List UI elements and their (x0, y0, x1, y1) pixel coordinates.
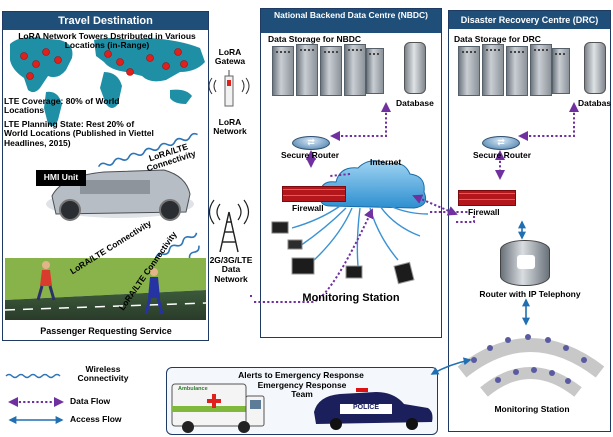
police-text: POLICE (352, 404, 380, 411)
nbdc-monitoring-station-label: Monitoring Station (302, 292, 400, 304)
lora-tower-dots (20, 48, 188, 80)
access-flow-arrows (430, 220, 530, 375)
lora-gateway-label: LoRA Gatewa (214, 47, 246, 67)
nbdc-header: National Backend Data Centre (NBDC) (261, 9, 441, 33)
passenger-figure (36, 261, 56, 301)
lte-planning-text: LTE Planning State: Rest 20% of World Lo… (4, 119, 154, 148)
tower-dot (174, 48, 182, 56)
nbdc-storage-label: Data Storage for NBDC (268, 34, 362, 44)
hmi-unit-label: HMI Unit (43, 172, 79, 182)
monitoring-devices (271, 221, 415, 285)
responder-figure (144, 268, 164, 315)
tower-dot (20, 52, 28, 60)
network-rays (291, 205, 429, 267)
tower-dot (126, 68, 134, 76)
internet-label: Internet (370, 157, 402, 167)
drc-server-rack (452, 44, 572, 96)
tower-dot (146, 54, 154, 62)
emergency-response-team-label: Emergency Response Team (257, 380, 347, 400)
tower-dot (162, 62, 170, 70)
travel-destination-header: Travel Destination (3, 12, 208, 30)
data-flow-arrows (250, 102, 579, 303)
road-scene (4, 258, 207, 320)
drc-firewall-icon (458, 190, 516, 206)
legend-icons (5, 373, 64, 424)
nbdc-secure-router-icon (292, 136, 330, 150)
lte-coverage-text: LTE Coverage: 80% of World Locations (4, 96, 120, 116)
hmi-unit-box (36, 170, 86, 186)
tower-dot (54, 56, 62, 64)
police-vehicle (314, 388, 433, 430)
tower-dot (42, 48, 50, 56)
drc-secure-router-icon (482, 136, 520, 150)
drc-monitoring-station-label: Monitoring Station (494, 404, 570, 414)
tower-dot (180, 60, 188, 68)
drc-database-label: Databas (578, 99, 612, 108)
lora-network-label: LoRA Network (213, 117, 247, 137)
drc-secure-router-label: Secure Router (472, 150, 532, 160)
drc-header: Disaster Recovery Centre (DRC) (449, 11, 610, 29)
cellular-network-label: 2G/3G/LTE Data Network (209, 255, 253, 284)
alerts-emergency-label: Alerts to Emergency Response (238, 370, 364, 380)
lora-gateway-device (208, 70, 250, 107)
legend-wireless-icon (5, 373, 61, 379)
drc-database-icon (584, 42, 606, 94)
drc-storage-label: Data Storage for DRC (454, 34, 541, 44)
ip-telephony-router-icon (500, 240, 550, 286)
tower-dot (104, 50, 112, 58)
ambulance-vehicle (171, 383, 265, 433)
legend-access-flow-label: Access Flow (70, 414, 122, 424)
legend-wireless-label: Wireless Connectivity (77, 364, 129, 384)
drc-firewall-label: Firewall (468, 207, 500, 217)
cellular-tower (208, 199, 250, 253)
tower-dot (116, 58, 124, 66)
ip-telephony-router-label: Router with IP Telephony (479, 289, 581, 299)
tower-dot (32, 60, 40, 68)
legend-data-flow-label: Data Flow (70, 396, 111, 406)
passenger-requesting-service-label: Passenger Requesting Service (40, 326, 172, 336)
ambulance-text: Ambulance (178, 386, 208, 392)
drc-monitoring-room (457, 334, 605, 397)
lora-towers-title: LoRA Network Towers Dstributed in Variou… (18, 31, 196, 51)
nbdc-database-label: Database (396, 98, 434, 108)
vehicle-chassis (46, 169, 194, 221)
nbdc-secure-router-label: Secure Router (280, 150, 340, 160)
nbdc-firewall-icon (282, 186, 346, 202)
tower-dot (26, 72, 34, 80)
nbdc-database-icon (404, 42, 426, 94)
nbdc-firewall-label: Firewall (292, 203, 324, 213)
nbdc-server-rack (266, 44, 386, 96)
